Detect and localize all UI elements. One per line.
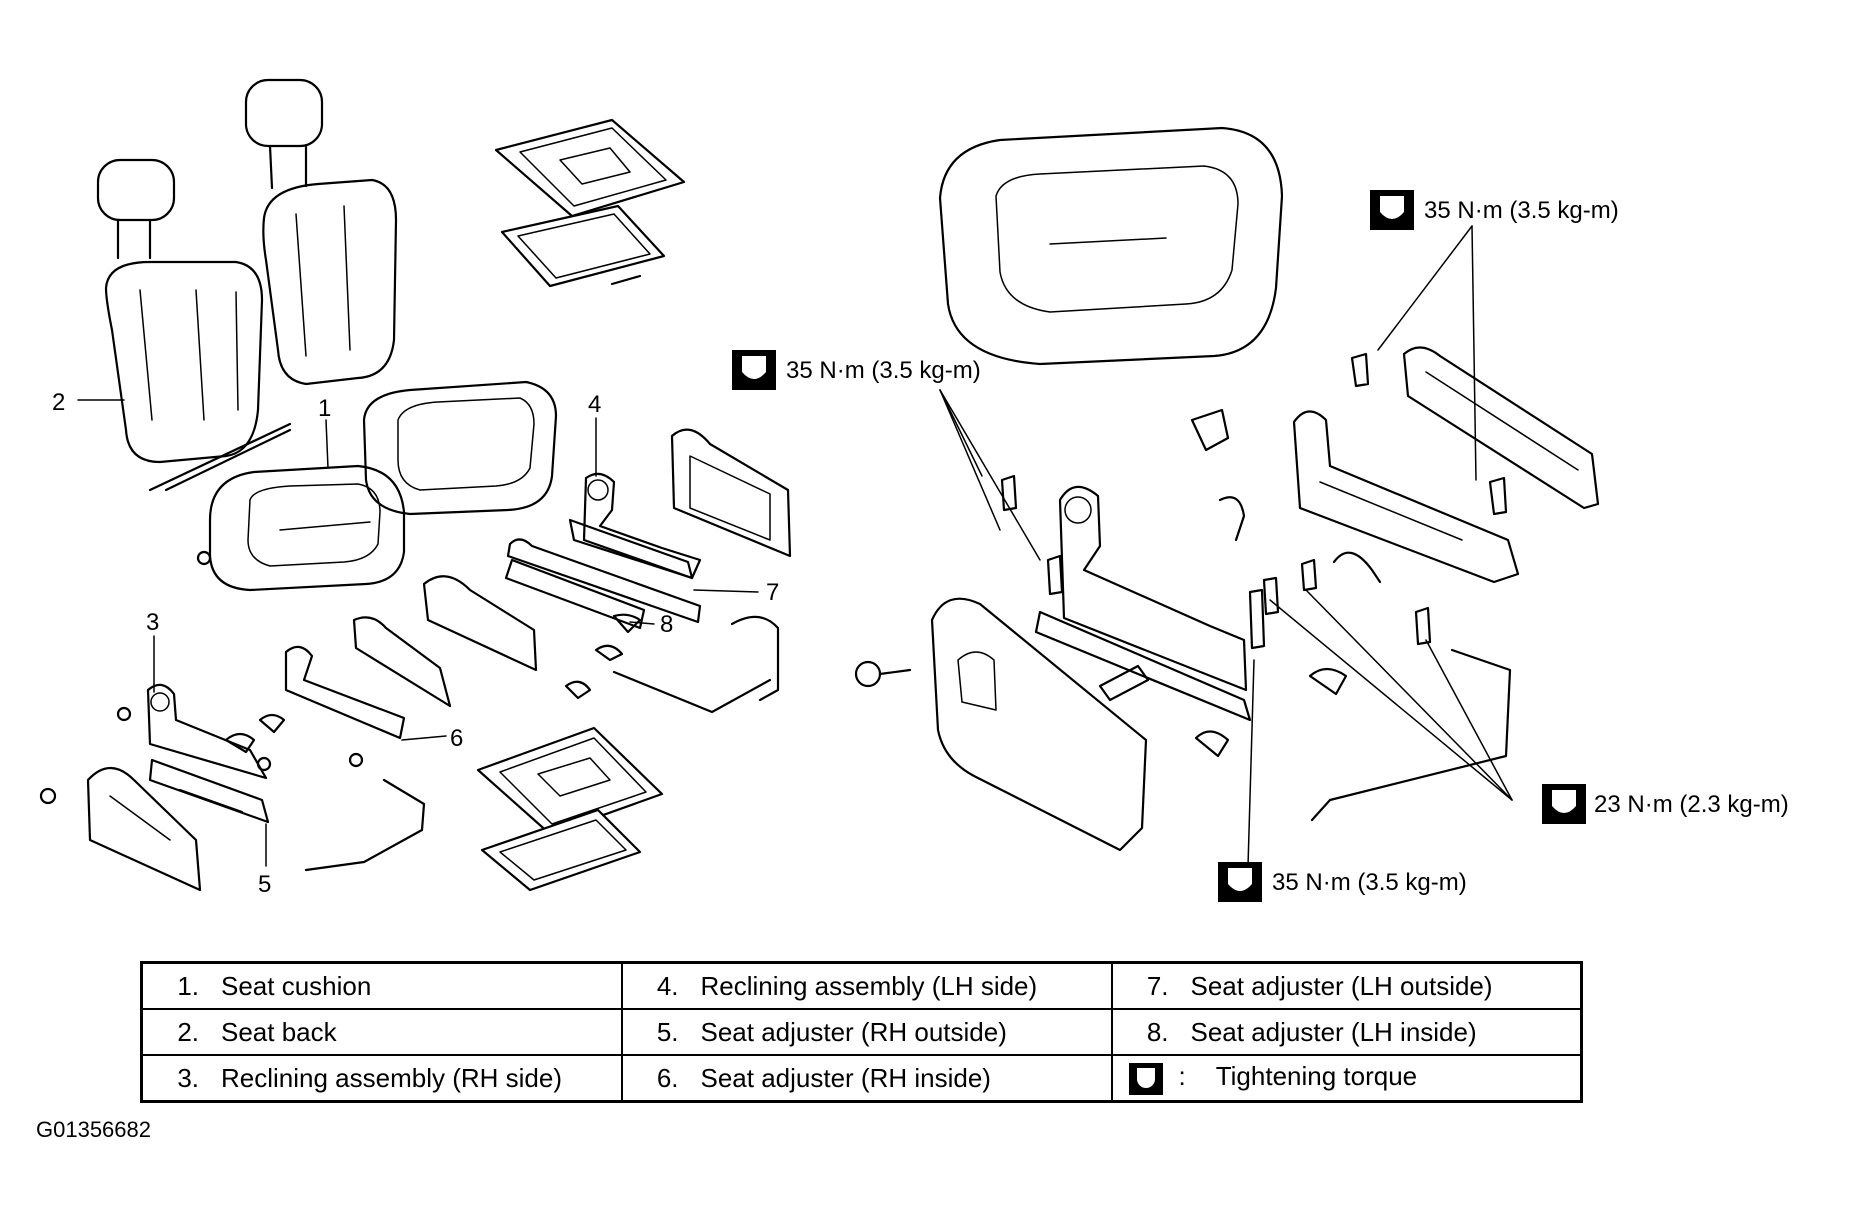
side-panel-middle bbox=[422, 575, 772, 714]
torque-leaders bbox=[939, 225, 1513, 867]
reclining-rh-part bbox=[146, 683, 270, 824]
seat-adjuster-lh-large bbox=[1292, 346, 1600, 584]
callout-2: 2 bbox=[52, 389, 65, 416]
leaders-left bbox=[77, 399, 759, 867]
torque-icon-4 bbox=[1218, 862, 1262, 902]
legend-cell: 2.Seat back bbox=[140, 1008, 623, 1056]
torque-label-upper-right: 35 N·m (3.5 kg-m) bbox=[1424, 197, 1619, 224]
legend-row: 2.Seat back 5.Seat adjuster (RH outside)… bbox=[140, 1008, 1583, 1056]
seat-frame-top bbox=[494, 118, 686, 288]
legend-cell: 5.Seat adjuster (RH outside) bbox=[620, 1008, 1113, 1056]
torque-label-middle-left: 35 N·m (3.5 kg-m) bbox=[786, 357, 981, 384]
callout-5: 5 bbox=[258, 871, 271, 898]
callout-8: 8 bbox=[660, 611, 673, 638]
seat-adjuster-lh bbox=[504, 538, 780, 702]
legend-cell: 4.Reclining assembly (LH side) bbox=[620, 961, 1113, 1010]
torque-icon-2 bbox=[732, 350, 776, 390]
legend-cell: 1.Seat cushion bbox=[140, 961, 623, 1010]
legend-row: 3.Reclining assembly (RH side) 6.Seat ad… bbox=[140, 1054, 1583, 1103]
seat-frame-bottom bbox=[476, 726, 664, 892]
callout-3: 3 bbox=[146, 609, 159, 636]
callout-7: 7 bbox=[766, 579, 779, 606]
torque-icon-1 bbox=[1370, 190, 1414, 230]
legend-cell: :Tightening torque bbox=[1110, 1054, 1583, 1103]
seat-cushion-large bbox=[938, 126, 1284, 366]
callout-4: 4 bbox=[588, 391, 601, 418]
torque-icon bbox=[1128, 1062, 1163, 1095]
parts-legend-table: 1.Seat cushion 4.Reclining assembly (LH … bbox=[140, 961, 1583, 1103]
torque-label-lower-right: 23 N·m (2.3 kg-m) bbox=[1594, 791, 1789, 818]
callout-1: 1 bbox=[318, 395, 331, 422]
side-cover-lh bbox=[670, 428, 792, 558]
side-cover-large bbox=[930, 597, 1148, 852]
torque-label-bottom: 35 N·m (3.5 kg-m) bbox=[1272, 869, 1467, 896]
legend-cell: 7.Seat adjuster (LH outside) bbox=[1110, 961, 1583, 1010]
legend-cell: 8.Seat adjuster (LH inside) bbox=[1110, 1008, 1583, 1056]
seat-cushion-part bbox=[208, 380, 558, 592]
seat-back-left bbox=[96, 158, 292, 492]
bolts-left bbox=[39, 550, 364, 805]
seat-back-middle bbox=[244, 78, 398, 386]
legend-cell: 3.Reclining assembly (RH side) bbox=[140, 1054, 623, 1103]
seat-adjuster-rh-outside bbox=[86, 713, 426, 892]
legend-cell: 6.Seat adjuster (RH inside) bbox=[620, 1054, 1113, 1103]
reclining-assembly-large bbox=[1034, 485, 1252, 722]
torque-icon-3 bbox=[1542, 784, 1586, 824]
bolts-right bbox=[854, 352, 1512, 822]
figure-code: G01356682 bbox=[36, 1117, 151, 1142]
seat-adjuster-rh-inside bbox=[284, 616, 452, 740]
callout-6: 6 bbox=[450, 725, 463, 752]
reclining-lh-part bbox=[568, 472, 702, 580]
legend-row: 1.Seat cushion 4.Reclining assembly (LH … bbox=[140, 961, 1583, 1010]
